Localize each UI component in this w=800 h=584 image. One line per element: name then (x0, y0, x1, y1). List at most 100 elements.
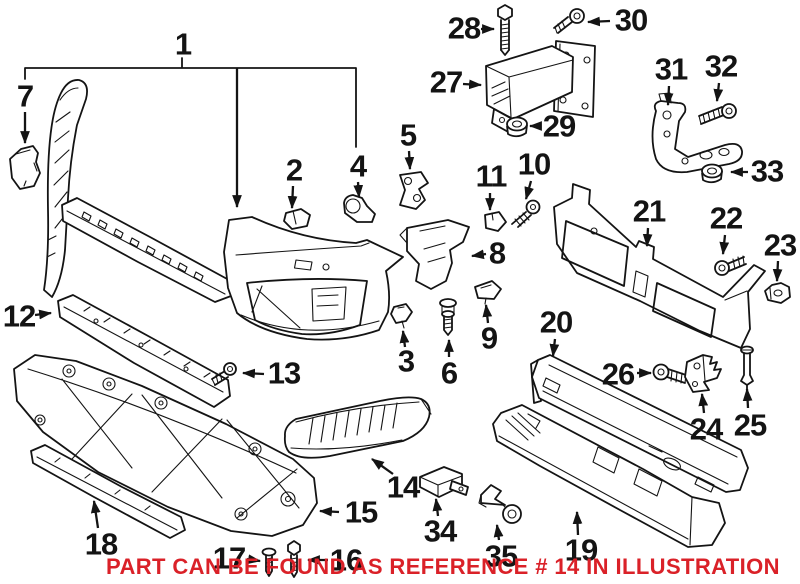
part-14-drawing (283, 396, 432, 459)
part-10-drawing (511, 199, 541, 228)
callout-12: 12 (2, 298, 36, 334)
part-8-drawing (399, 219, 470, 290)
callout-10: 10 (517, 146, 551, 182)
callout-21-arrow (642, 227, 653, 248)
callout-8: 8 (488, 235, 506, 271)
callout-1: 1 (174, 26, 192, 62)
callout-15: 15 (344, 494, 378, 530)
callout-3-arrow (399, 329, 410, 348)
callout-4: 4 (349, 148, 367, 184)
callout-5-arrow (404, 150, 415, 171)
part-6-drawing (439, 298, 457, 336)
callout-12-arrow (34, 309, 53, 320)
callout-28: 28 (447, 10, 481, 46)
callout-11: 11 (475, 158, 508, 194)
part-31-drawing (651, 92, 743, 174)
callout-17-arrow (246, 554, 262, 565)
callout-15-arrow (318, 506, 340, 517)
part-23-drawing (764, 282, 791, 304)
part-13-drawing (211, 362, 237, 386)
callout-13: 13 (267, 355, 301, 391)
reference-note: PART CAN BE FOUND AS REFERENCE # 14 IN I… (106, 554, 780, 579)
callout-25: 25 (733, 407, 767, 443)
callout-13-arrow (241, 368, 265, 379)
part-19-drawing (492, 404, 726, 548)
part-16-drawing (287, 540, 301, 578)
part-26-drawing (652, 363, 687, 384)
callout-18: 18 (84, 526, 118, 562)
callout-22: 22 (709, 200, 743, 236)
part-29-drawing (506, 116, 528, 138)
part-1-bumper-cover-drawing (43, 79, 404, 341)
callout-20-arrow (549, 338, 560, 358)
part-12-drawing (57, 294, 231, 408)
part-18-drawing (30, 444, 186, 539)
callout-24: 24 (689, 411, 723, 447)
callout-30-arrow (586, 16, 611, 27)
callout-3: 3 (397, 343, 415, 379)
part-24-drawing (684, 354, 722, 393)
part-2-drawing (283, 208, 311, 230)
part-22-drawing (714, 255, 747, 276)
part-30-drawing (553, 8, 585, 34)
part-11-drawing (484, 211, 507, 232)
callout-23-arrow (772, 260, 783, 283)
part-15-drawing (13, 354, 318, 537)
callout-1-bracket (24, 57, 357, 209)
callout-19: 19 (564, 532, 598, 568)
callout-16: 16 (329, 542, 363, 578)
callout-21: 21 (632, 193, 666, 229)
callout-27: 27 (429, 64, 463, 100)
callout-23: 23 (763, 227, 797, 263)
part-4-drawing (343, 194, 376, 223)
callout-24-arrow (698, 392, 709, 414)
callout-10-arrow (524, 180, 534, 201)
callout-14-arrow (371, 458, 394, 475)
part-33-drawing (701, 163, 723, 184)
callout-25-arrow (742, 387, 753, 409)
callout-31-arrow (663, 85, 674, 107)
callout-34-arrow (432, 497, 443, 517)
callout-9: 9 (480, 320, 498, 356)
callout-9-arrow (482, 303, 493, 324)
callout-17: 17 (212, 540, 246, 576)
callout-34: 34 (423, 513, 457, 549)
callout-22-arrow (719, 234, 730, 256)
callout-19-arrow (572, 510, 583, 536)
callout-32: 32 (704, 48, 738, 84)
part-21-drawing (553, 183, 766, 349)
callout-26: 26 (601, 356, 635, 392)
callout-5: 5 (399, 117, 417, 153)
part-7-drawing (9, 145, 41, 190)
part-34-drawing (419, 466, 469, 498)
callout-27-arrow (462, 79, 483, 90)
callout-7: 7 (16, 78, 34, 114)
part-28-drawing (497, 4, 513, 56)
part-27-drawing (485, 40, 596, 135)
callout-8-arrow (470, 249, 487, 260)
callout-35: 35 (484, 538, 518, 574)
callout-30: 30 (614, 2, 648, 38)
callout-18-arrow (90, 499, 101, 529)
callout-arrows (20, 16, 783, 565)
part-25-drawing (740, 345, 754, 391)
callout-20: 20 (539, 304, 573, 340)
callout-2: 2 (285, 152, 303, 188)
part-9-drawing (474, 280, 502, 305)
callout-32-arrow (713, 82, 724, 103)
callout-33: 33 (750, 153, 784, 189)
callout-14: 14 (386, 469, 420, 505)
part-32-drawing (698, 103, 737, 125)
callout-31: 31 (654, 51, 688, 87)
callout-4-arrow (353, 181, 364, 199)
callout-6: 6 (440, 355, 458, 391)
callout-35-arrow (493, 523, 504, 541)
callout-29: 29 (542, 108, 576, 144)
part-20-drawing (530, 354, 749, 493)
callout-2-arrow (287, 185, 298, 210)
part-17-drawing (261, 547, 277, 577)
part-3-drawing (390, 303, 413, 329)
part-35-drawing (478, 484, 522, 524)
